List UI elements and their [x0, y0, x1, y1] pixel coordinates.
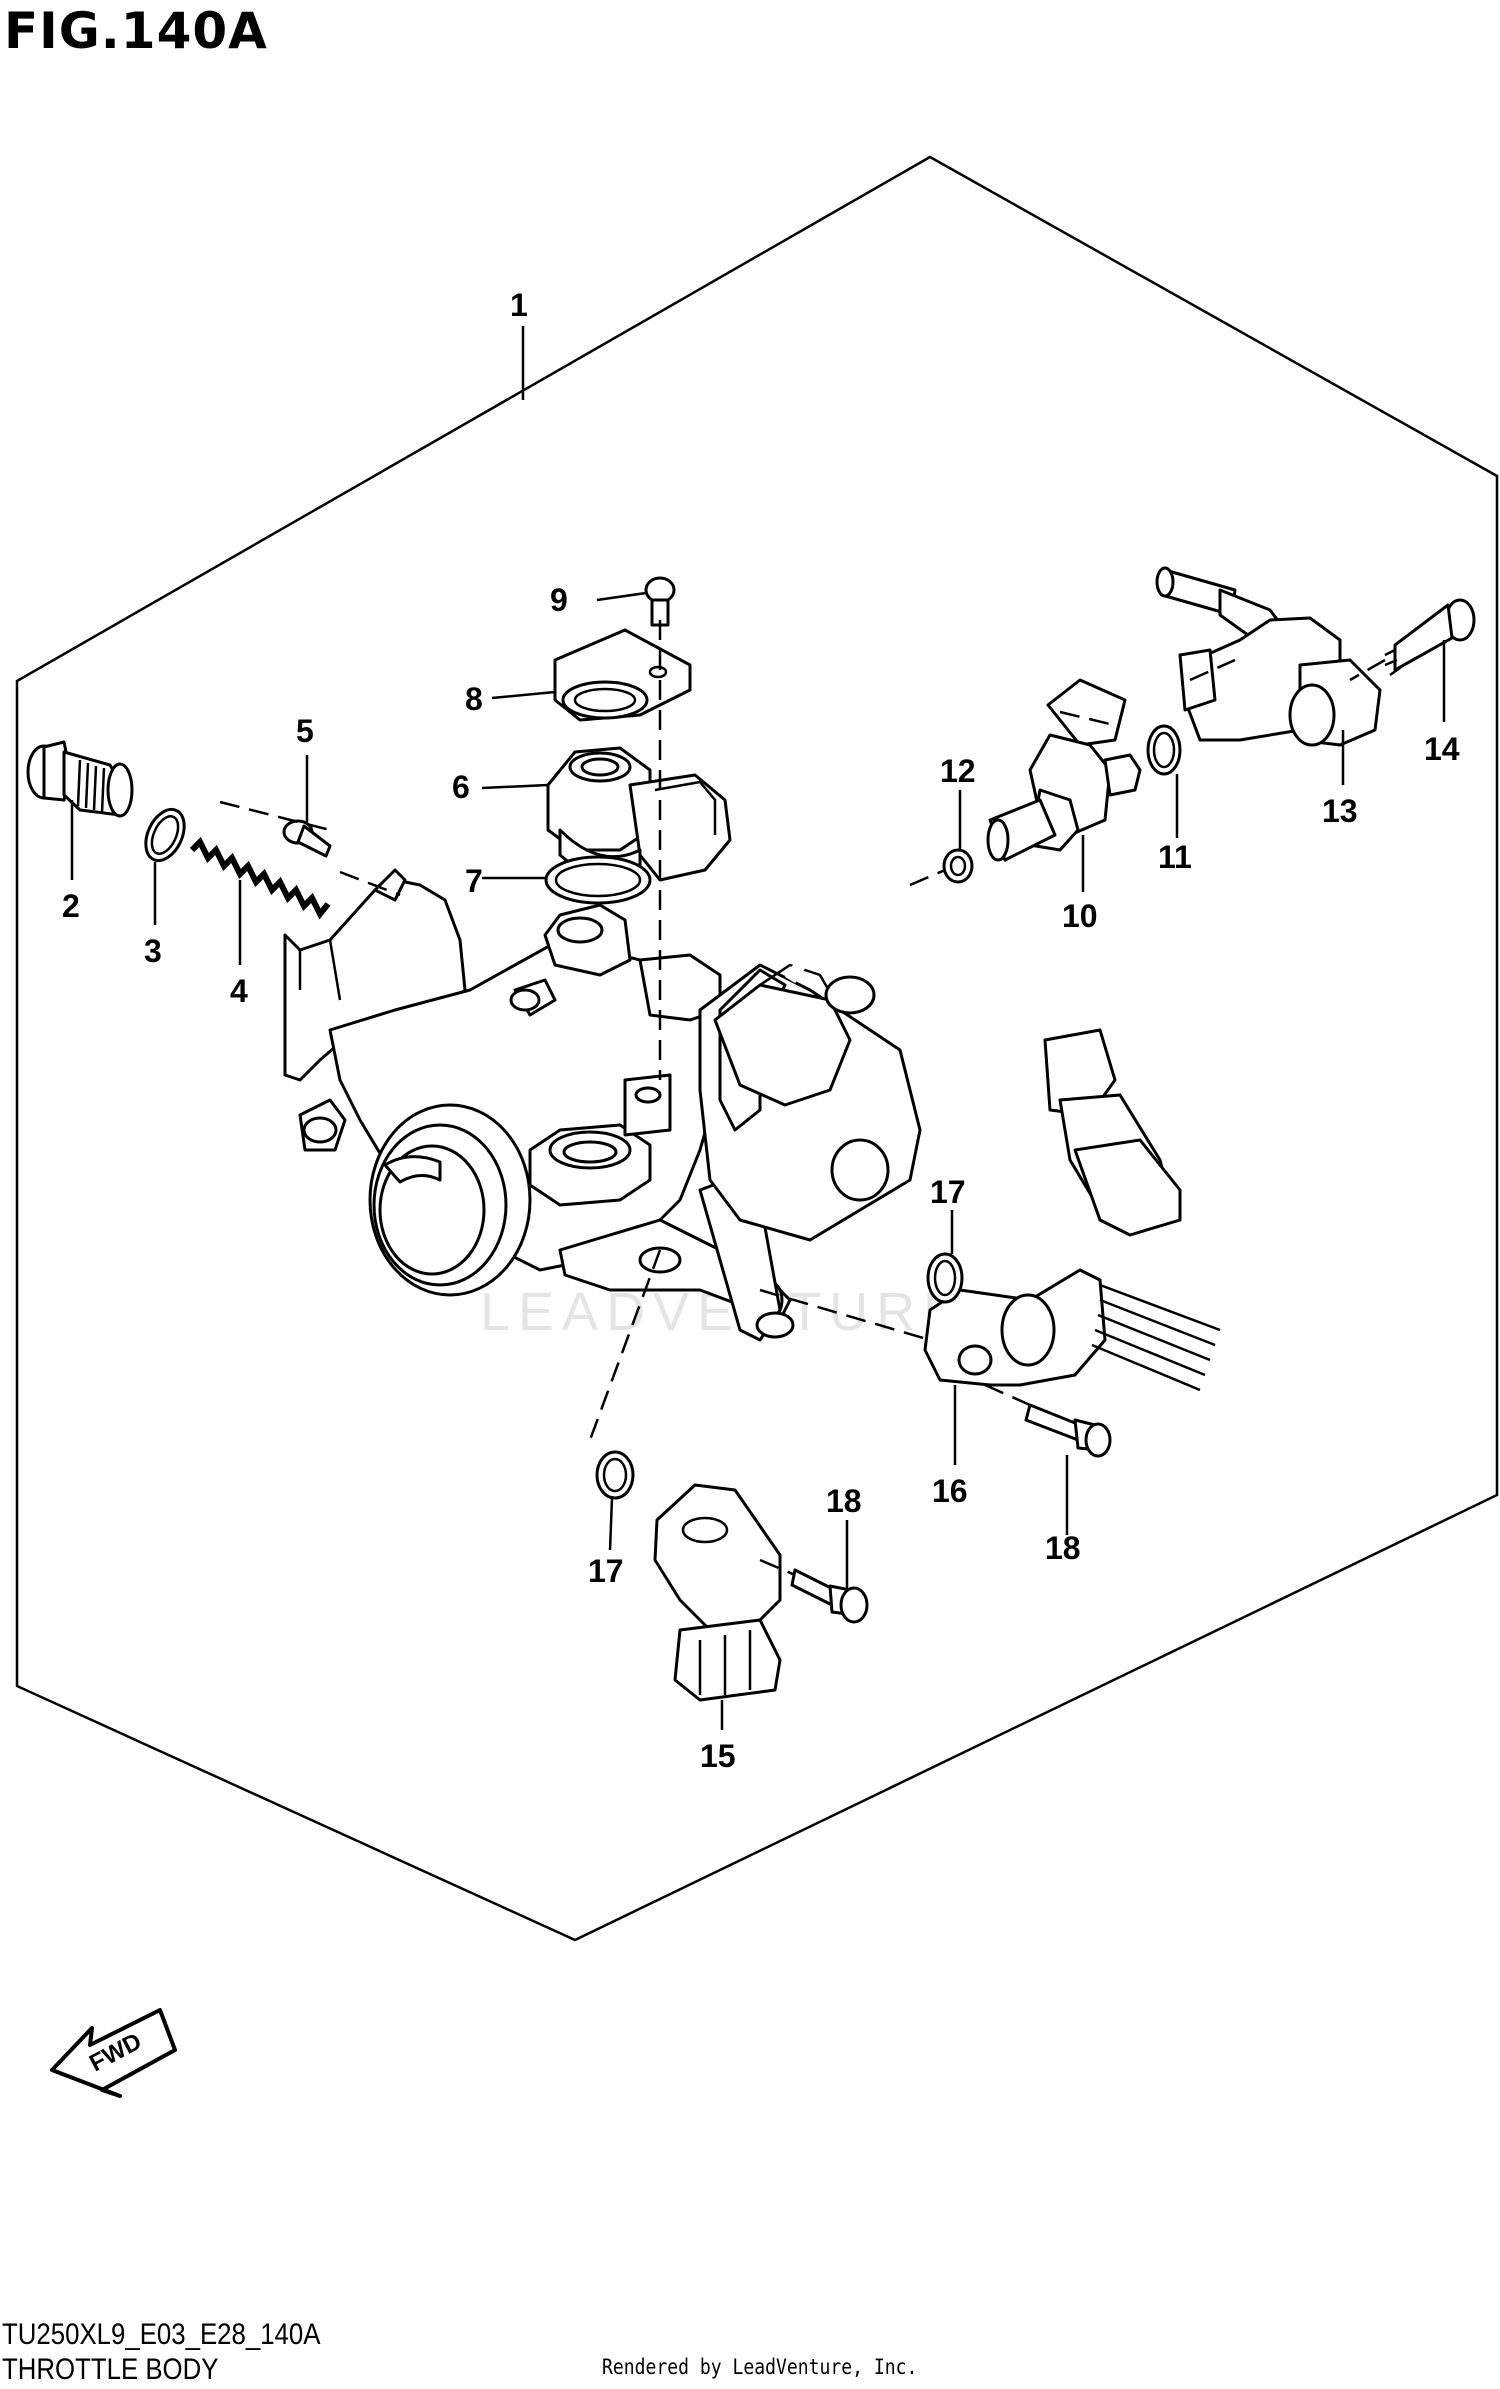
callout-4: 4: [230, 973, 248, 1009]
callout-11: 11: [1158, 839, 1192, 875]
part-12-seal: [942, 848, 974, 884]
assembly-guide-lines: [219, 620, 1386, 1577]
callout-13: 13: [1322, 793, 1358, 829]
callout-18-right: 18: [1045, 1530, 1081, 1566]
part-9-screw: [644, 576, 676, 627]
assembly-boundary: [15, 155, 1499, 1942]
part-4-spring: [189, 836, 331, 920]
callout-17-upper: 17: [930, 1174, 966, 1210]
section-name: THROTTLE BODY: [2, 2353, 219, 2386]
fwd-direction-arrow: FWD: [50, 2008, 177, 2098]
callout-leader-lines: [70, 326, 1446, 1730]
callout-6: 6: [452, 769, 470, 805]
part-16-sensor: [923, 1268, 1221, 1392]
callout-8: 8: [465, 681, 483, 717]
callout-15: 15: [700, 1738, 736, 1774]
callout-17-lower: 17: [588, 1553, 624, 1589]
diagram-code: TU250XL9_E03_E28_140A: [2, 2318, 321, 2351]
callout-1: 1: [510, 287, 528, 323]
part-2-adjust-screw: [26, 740, 134, 818]
callout-3: 3: [144, 933, 162, 969]
part-5-screw: [282, 819, 332, 858]
part-8-plate: [553, 628, 692, 722]
throttle-body-assembly: [283, 868, 1182, 1342]
callout-10: 10: [1062, 898, 1098, 934]
part-18-bolt-lower: [790, 1568, 869, 1624]
render-credit: Rendered by LeadVenture, Inc.: [602, 2355, 918, 2379]
callout-16: 16: [932, 1473, 968, 1509]
part-10-fuel-injector: [986, 678, 1142, 862]
figure-title: FIG.140A: [4, 2, 268, 60]
part-15-sensor: [653, 1483, 782, 1702]
callout-18-lower: 18: [826, 1483, 862, 1519]
callout-2: 2: [62, 888, 80, 924]
callout-5: 5: [296, 713, 314, 749]
callout-labels: 1 2 3 4 5 6 7 8 9 10 11 12 13 14 15 16 1…: [62, 287, 1460, 1774]
callout-7: 7: [465, 863, 483, 899]
part-13-delivery-pipe: [1155, 566, 1382, 747]
part-18-bolt-right: [1024, 1403, 1112, 1458]
part-3-o-ring: [144, 807, 186, 863]
callout-12: 12: [940, 753, 976, 789]
callout-14: 14: [1424, 731, 1460, 767]
callout-9: 9: [550, 582, 568, 618]
part-14-bolt: [1384, 598, 1476, 677]
